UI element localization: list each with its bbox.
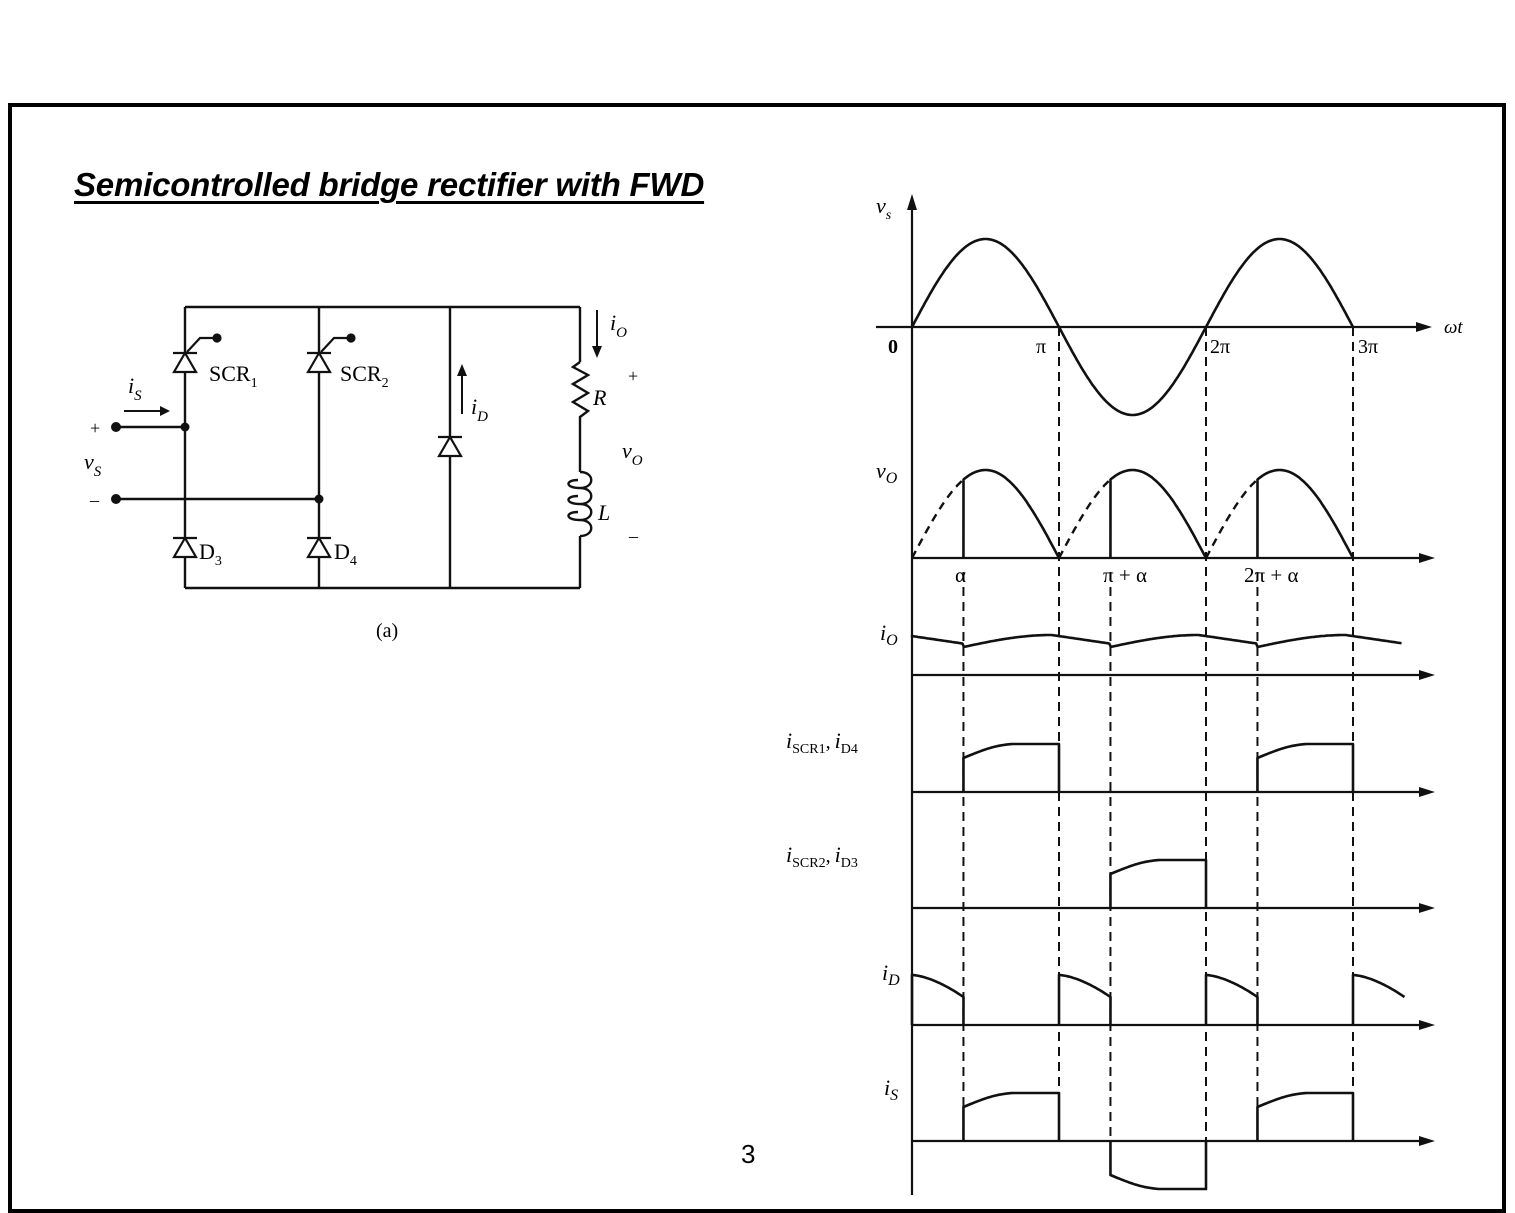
io-label: iO — [610, 310, 627, 341]
iscr1-id4-pulse — [1256, 742, 1355, 792]
input-terminal-minus — [111, 494, 121, 504]
vs-sine-curve — [910, 237, 1355, 417]
row-label-io: iO — [880, 620, 898, 649]
freewheeling-diode-symbol — [437, 434, 463, 458]
io-ripple-curve — [910, 633, 1402, 649]
d3-symbol — [172, 535, 198, 559]
slide-title: Semicontrolled bridge rectifier with FWD — [74, 166, 705, 203]
circuit-arrows — [124, 310, 602, 416]
row-label-id: iD — [882, 960, 900, 989]
is-label: iS — [128, 373, 142, 404]
tick-pi: π — [1036, 336, 1046, 358]
scr2-symbol — [306, 333, 356, 374]
vs-label: vS — [84, 449, 102, 480]
vo-blocked-dashed-curve — [910, 478, 965, 559]
x-axis-label-omega-t: ωt — [1444, 317, 1463, 338]
row-label-iscr1-id4: iSCR1,iD4 — [786, 728, 858, 757]
resistor-label: R — [592, 385, 607, 410]
id-freewheel-pulse — [1204, 973, 1259, 1026]
node-dot — [180, 422, 190, 432]
waveform-axes — [876, 194, 1435, 1195]
circuit-caption: (a) — [376, 620, 398, 642]
tick-0: 0 — [888, 336, 898, 358]
vo-conducting-curve — [1109, 468, 1208, 559]
scr2-label: SCR2 — [340, 361, 389, 391]
input-minus-sign: – — [89, 490, 100, 510]
tick-3pi: 3π — [1358, 336, 1378, 358]
inductor-symbol — [567, 470, 593, 538]
row-label-vs: vs — [876, 193, 892, 223]
output-plus-sign: + — [628, 366, 638, 386]
waveform-labels: vs vO iO iSCR1,iD4 iSCR2,iD3 iD iS ωt 0 … — [786, 193, 1463, 1104]
time-axis-arrowhead-icon — [1419, 787, 1435, 797]
tick-alpha: α — [955, 563, 966, 587]
vo-conducting-curve — [962, 468, 1061, 559]
d4-symbol — [306, 535, 332, 559]
vo-blocked-dashed-curve — [1057, 478, 1112, 559]
inductor-label: L — [597, 500, 610, 525]
row-label-is: iS — [884, 1075, 898, 1104]
circuit-nodes — [111, 422, 324, 504]
d3-label: D3 — [199, 539, 222, 569]
time-axis-arrowhead-icon — [1419, 1020, 1435, 1030]
row-label-iscr2-id3: iSCR2,iD3 — [786, 842, 858, 871]
time-axis-arrowhead-icon — [1419, 670, 1435, 680]
is-negative-pulse — [1109, 1141, 1208, 1191]
node-dot — [314, 494, 324, 504]
input-terminal-plus — [111, 422, 121, 432]
vo-label: vO — [622, 438, 643, 469]
output-minus-sign: – — [628, 526, 639, 546]
row-label-vo: vO — [876, 458, 898, 487]
resistor-symbol — [570, 361, 591, 472]
iscr2-id3-pulse — [1109, 858, 1208, 908]
scr1-symbol — [172, 333, 222, 374]
is-positive-pulse — [1256, 1091, 1355, 1141]
id-freewheel-pulse — [910, 973, 965, 1026]
tick-pi-plus-alpha: π + α — [1103, 563, 1147, 587]
time-axis-arrowhead-icon — [1419, 1136, 1435, 1146]
id-freewheel-pulse — [1057, 973, 1112, 1026]
tick-2pi-plus-alpha: 2π + α — [1244, 563, 1298, 587]
id-label: iD — [471, 394, 488, 425]
reference-dashed-lines — [962, 327, 1354, 1141]
scr1-label: SCR1 — [209, 361, 258, 391]
waveform-curves — [910, 237, 1406, 1191]
time-axis-arrowhead-icon — [1419, 553, 1435, 563]
d4-label: D4 — [334, 539, 357, 569]
iscr1-id4-pulse — [962, 742, 1061, 792]
id-freewheel-pulse — [1351, 973, 1406, 1025]
tick-2pi: 2π — [1210, 336, 1230, 358]
is-positive-pulse — [962, 1091, 1061, 1141]
vo-blocked-dashed-curve — [1204, 478, 1259, 559]
vs-axis-arrowhead-icon — [907, 194, 917, 210]
vo-conducting-curve — [1256, 468, 1355, 559]
time-axis-arrowhead-icon — [1416, 322, 1432, 332]
input-plus-sign: + — [90, 418, 100, 438]
page-number: 3 — [741, 1139, 756, 1169]
time-axis-arrowhead-icon — [1419, 903, 1435, 913]
